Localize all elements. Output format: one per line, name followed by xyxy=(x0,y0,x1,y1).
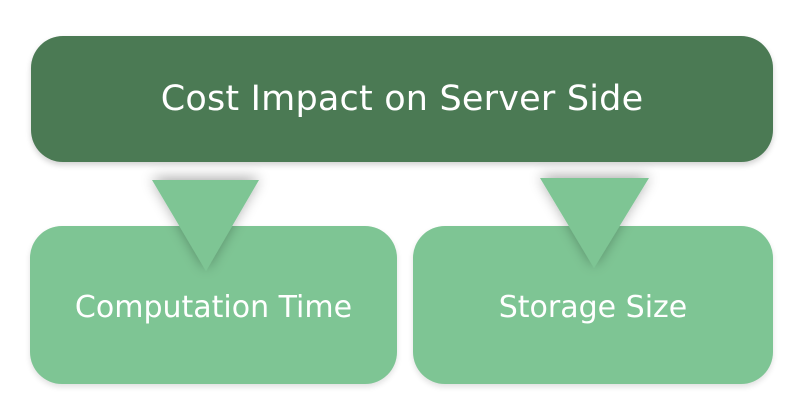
child-node-label: Computation Time xyxy=(74,289,353,325)
root-node: Cost Impact on Server Side xyxy=(31,36,773,162)
root-node-label: Cost Impact on Server Side xyxy=(160,79,644,119)
child-node-storage-size: Storage Size xyxy=(413,226,773,384)
child-node-label: Storage Size xyxy=(498,289,688,325)
child-node-computation-time: Computation Time xyxy=(30,226,397,384)
